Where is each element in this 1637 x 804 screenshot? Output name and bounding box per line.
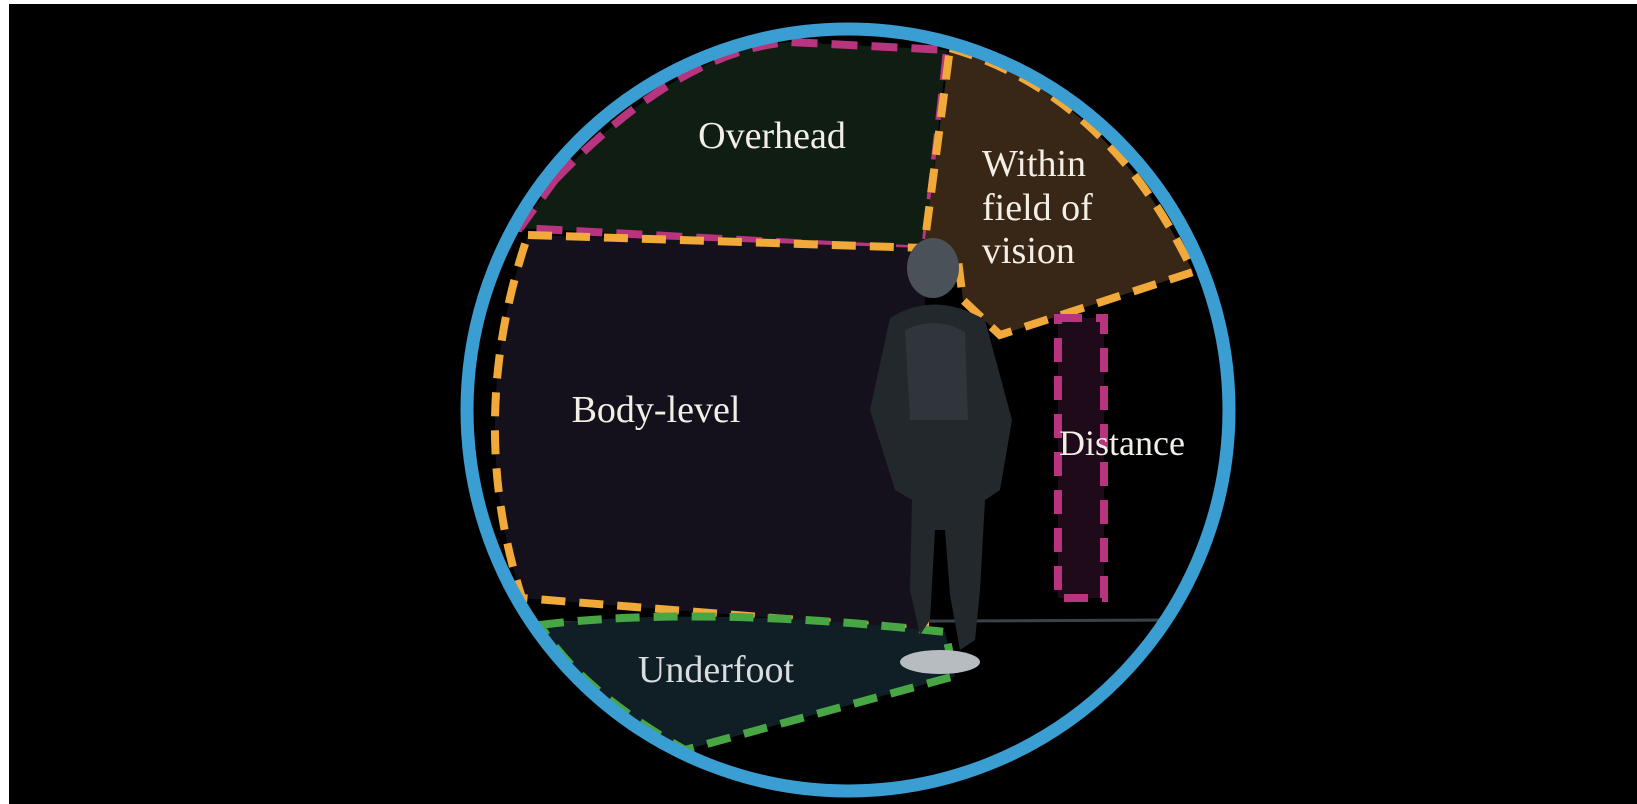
field-of-vision-label-line-2: field of (982, 187, 1093, 229)
field-of-vision-label-line-1: Within (982, 143, 1086, 185)
distance-label: Distance (1059, 423, 1185, 463)
underfoot-label: Underfoot (638, 649, 795, 691)
walking-person-figure (870, 238, 1012, 674)
overhead-label: Overhead (698, 115, 846, 157)
body-level-zone (491, 230, 929, 635)
overhead-zone (512, 37, 952, 255)
boundary-circle (460, 22, 1236, 798)
field-of-vision-label-line-3: vision (982, 230, 1075, 272)
distance-zone (1054, 314, 1108, 602)
body-level-label: Body-level (572, 389, 741, 431)
